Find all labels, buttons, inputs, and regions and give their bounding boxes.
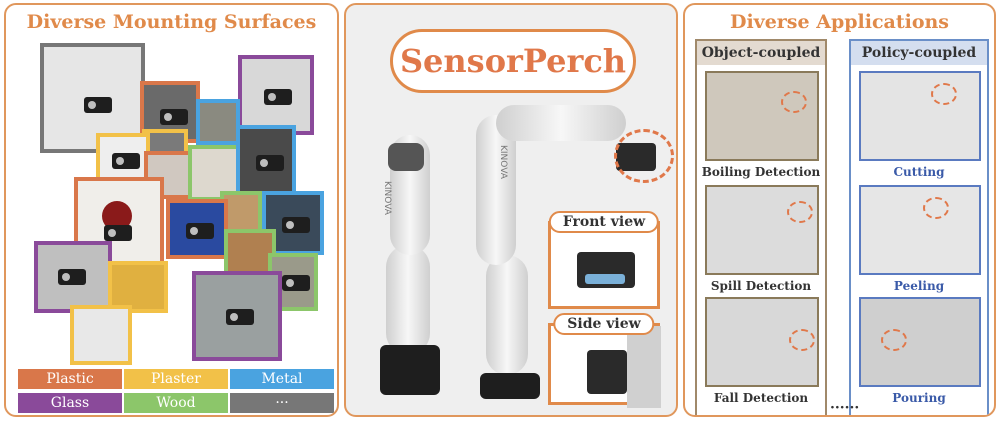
sensor-highlight-circle <box>881 329 907 351</box>
photo-metal-2 <box>236 125 296 197</box>
sensor-highlight-circle <box>787 201 813 223</box>
sensor-icon <box>84 97 112 113</box>
pouring-photo <box>859 297 981 387</box>
sensor-icon <box>256 155 284 171</box>
photo-glass-2 <box>34 241 112 313</box>
photo-plastic-4 <box>166 199 228 259</box>
photo-metal-1 <box>196 99 240 145</box>
applications-title: Diverse Applications <box>729 11 950 33</box>
sensor-highlight-circle <box>931 83 957 105</box>
side-view-sensor <box>587 350 627 394</box>
sensor-icon <box>282 275 310 291</box>
policy-coupled-column: Policy-coupled Cutting Peeling Pouring <box>849 39 989 415</box>
robot-joint <box>388 143 424 171</box>
sensor-highlight-circle <box>781 91 807 113</box>
sensor-icon <box>186 223 214 239</box>
sensor-icon <box>58 269 86 285</box>
boiling-detection-photo <box>705 71 819 161</box>
front-view-label: Front view <box>548 211 660 233</box>
robot-arm-forearm <box>496 105 626 141</box>
robot-base-back <box>480 373 540 399</box>
legend-glass: Glass <box>18 393 122 413</box>
mounting-surfaces-panel: Diverse Mounting Surfaces <box>4 3 339 417</box>
sensor-icon <box>264 89 292 105</box>
robot-arm-front-lower <box>386 245 430 355</box>
cutting-photo <box>859 71 981 161</box>
mounting-surfaces-title: Diverse Mounting Surfaces <box>26 11 317 33</box>
spill-detection-label: Spill Detection <box>710 279 812 293</box>
photo-glass-3 <box>192 271 282 361</box>
photo-glass-1 <box>238 55 314 135</box>
sensor-icon <box>104 225 132 241</box>
legend-wood: Wood <box>124 393 228 413</box>
pouring-label: Pouring <box>892 391 946 405</box>
front-view-box <box>548 221 660 309</box>
sensor-highlight-circle <box>923 197 949 219</box>
robot-base-front <box>380 345 440 395</box>
front-view-lens <box>585 274 625 284</box>
robot-arm-back-lower <box>486 255 528 375</box>
robot-brand-text: KINOVA <box>382 181 392 215</box>
more-ellipsis: ······ <box>830 400 860 416</box>
spill-detection-photo <box>705 185 819 275</box>
sensor-icon <box>282 217 310 233</box>
brand-title: SensorPerch <box>390 29 636 93</box>
object-coupled-column: Object-coupled Boiling Detection Spill D… <box>695 39 827 415</box>
sensorperch-panel: SensorPerch KINOVA KINOVA Front view Sid… <box>344 3 678 417</box>
robot-brand-text: KINOVA <box>498 145 508 179</box>
legend-other: ··· <box>230 393 334 413</box>
photo-wood-2 <box>220 191 262 235</box>
fall-detection-photo <box>705 297 819 387</box>
object-coupled-header: Object-coupled <box>697 41 825 65</box>
cutting-label: Cutting <box>893 165 945 179</box>
legend-plaster: Plaster <box>124 369 228 389</box>
side-view-box <box>548 323 661 408</box>
sensor-highlight-circle <box>789 329 815 351</box>
legend-metal: Metal <box>230 369 334 389</box>
sensor-icon <box>112 153 140 169</box>
sensor-icon <box>226 309 254 325</box>
peeling-photo <box>859 185 981 275</box>
side-view-label: Side view <box>553 313 655 335</box>
photo-plaster-2 <box>96 133 150 183</box>
applications-panel: Diverse Applications Object-coupled Boil… <box>683 3 996 417</box>
photo-plaster-3 <box>108 261 168 313</box>
peeling-label: Peeling <box>893 279 945 293</box>
side-view-wall <box>627 326 661 408</box>
boiling-detection-label: Boiling Detection <box>701 165 821 179</box>
policy-coupled-header: Policy-coupled <box>851 41 987 65</box>
legend-plastic: Plastic <box>18 369 122 389</box>
photo-plaster-wall <box>40 43 145 153</box>
sensor-highlight-circle <box>614 129 674 183</box>
fall-detection-label: Fall Detection <box>713 391 809 405</box>
photo-plaster-4 <box>70 305 132 365</box>
sensor-icon <box>160 109 188 125</box>
